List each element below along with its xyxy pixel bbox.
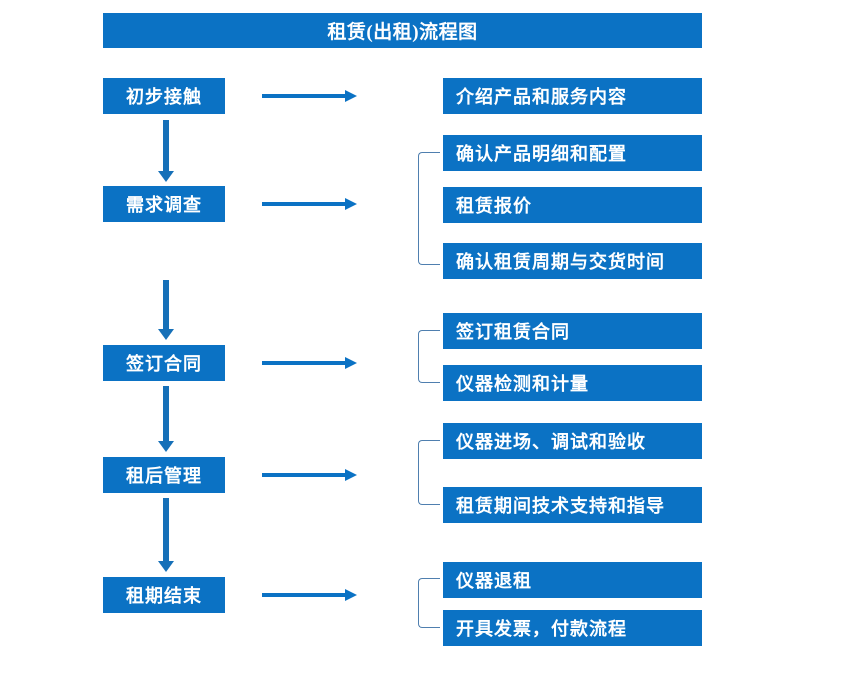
right-arrow-icon-5: [262, 589, 357, 601]
detail-box-rental-quotation[interactable]: 租赁报价: [443, 187, 702, 223]
arrow-shaft: [163, 498, 169, 561]
detail-box-confirm-product-spec[interactable]: 确认产品明细和配置: [443, 135, 702, 171]
arrow-head: [158, 329, 174, 340]
arrow-head: [345, 589, 357, 601]
right-arrow-icon-4: [262, 469, 357, 481]
group-bracket-requirement-survey: [418, 152, 440, 265]
stage-box-rental-end[interactable]: 租期结束: [103, 577, 225, 613]
stage-box-requirement-survey[interactable]: 需求调查: [103, 186, 225, 222]
arrow-head: [345, 90, 357, 102]
down-arrow-icon-4: [158, 498, 174, 572]
down-arrow-icon-2: [158, 280, 174, 340]
arrow-head: [158, 171, 174, 182]
arrow-shaft: [262, 94, 346, 98]
arrow-shaft: [163, 120, 169, 171]
right-arrow-icon-2: [262, 198, 357, 210]
arrow-shaft: [262, 593, 346, 597]
arrow-head: [345, 198, 357, 210]
detail-box-instrument-installation[interactable]: 仪器进场、调试和验收: [443, 423, 702, 459]
detail-box-instrument-inspection[interactable]: 仪器检测和计量: [443, 365, 702, 401]
group-bracket-post-rental: [418, 440, 440, 505]
stage-box-sign-contract[interactable]: 签订合同: [103, 345, 225, 381]
down-arrow-icon-3: [158, 386, 174, 452]
detail-box-instrument-return[interactable]: 仪器退租: [443, 562, 702, 598]
arrow-head: [345, 357, 357, 369]
right-arrow-icon-1: [262, 90, 357, 102]
detail-box-introduce-products[interactable]: 介绍产品和服务内容: [443, 78, 702, 114]
arrow-head: [158, 441, 174, 452]
arrow-shaft: [262, 473, 346, 477]
detail-box-sign-rental-contract[interactable]: 签订租赁合同: [443, 313, 702, 349]
arrow-head: [345, 469, 357, 481]
arrow-head: [158, 561, 174, 572]
stage-box-post-rental-management[interactable]: 租后管理: [103, 457, 225, 493]
detail-box-invoice-payment[interactable]: 开具发票，付款流程: [443, 610, 702, 646]
arrow-shaft: [163, 386, 169, 441]
page-title: 租赁(出租)流程图: [103, 13, 702, 48]
arrow-shaft: [262, 361, 346, 365]
group-bracket-sign-contract: [418, 330, 440, 383]
detail-box-technical-support[interactable]: 租赁期间技术支持和指导: [443, 487, 702, 523]
arrow-shaft: [163, 280, 169, 329]
arrow-shaft: [262, 202, 346, 206]
stage-box-initial-contact[interactable]: 初步接触: [103, 78, 225, 114]
group-bracket-rental-end: [418, 578, 440, 628]
right-arrow-icon-3: [262, 357, 357, 369]
down-arrow-icon-1: [158, 120, 174, 182]
detail-box-confirm-rental-period[interactable]: 确认租赁周期与交货时间: [443, 243, 702, 279]
